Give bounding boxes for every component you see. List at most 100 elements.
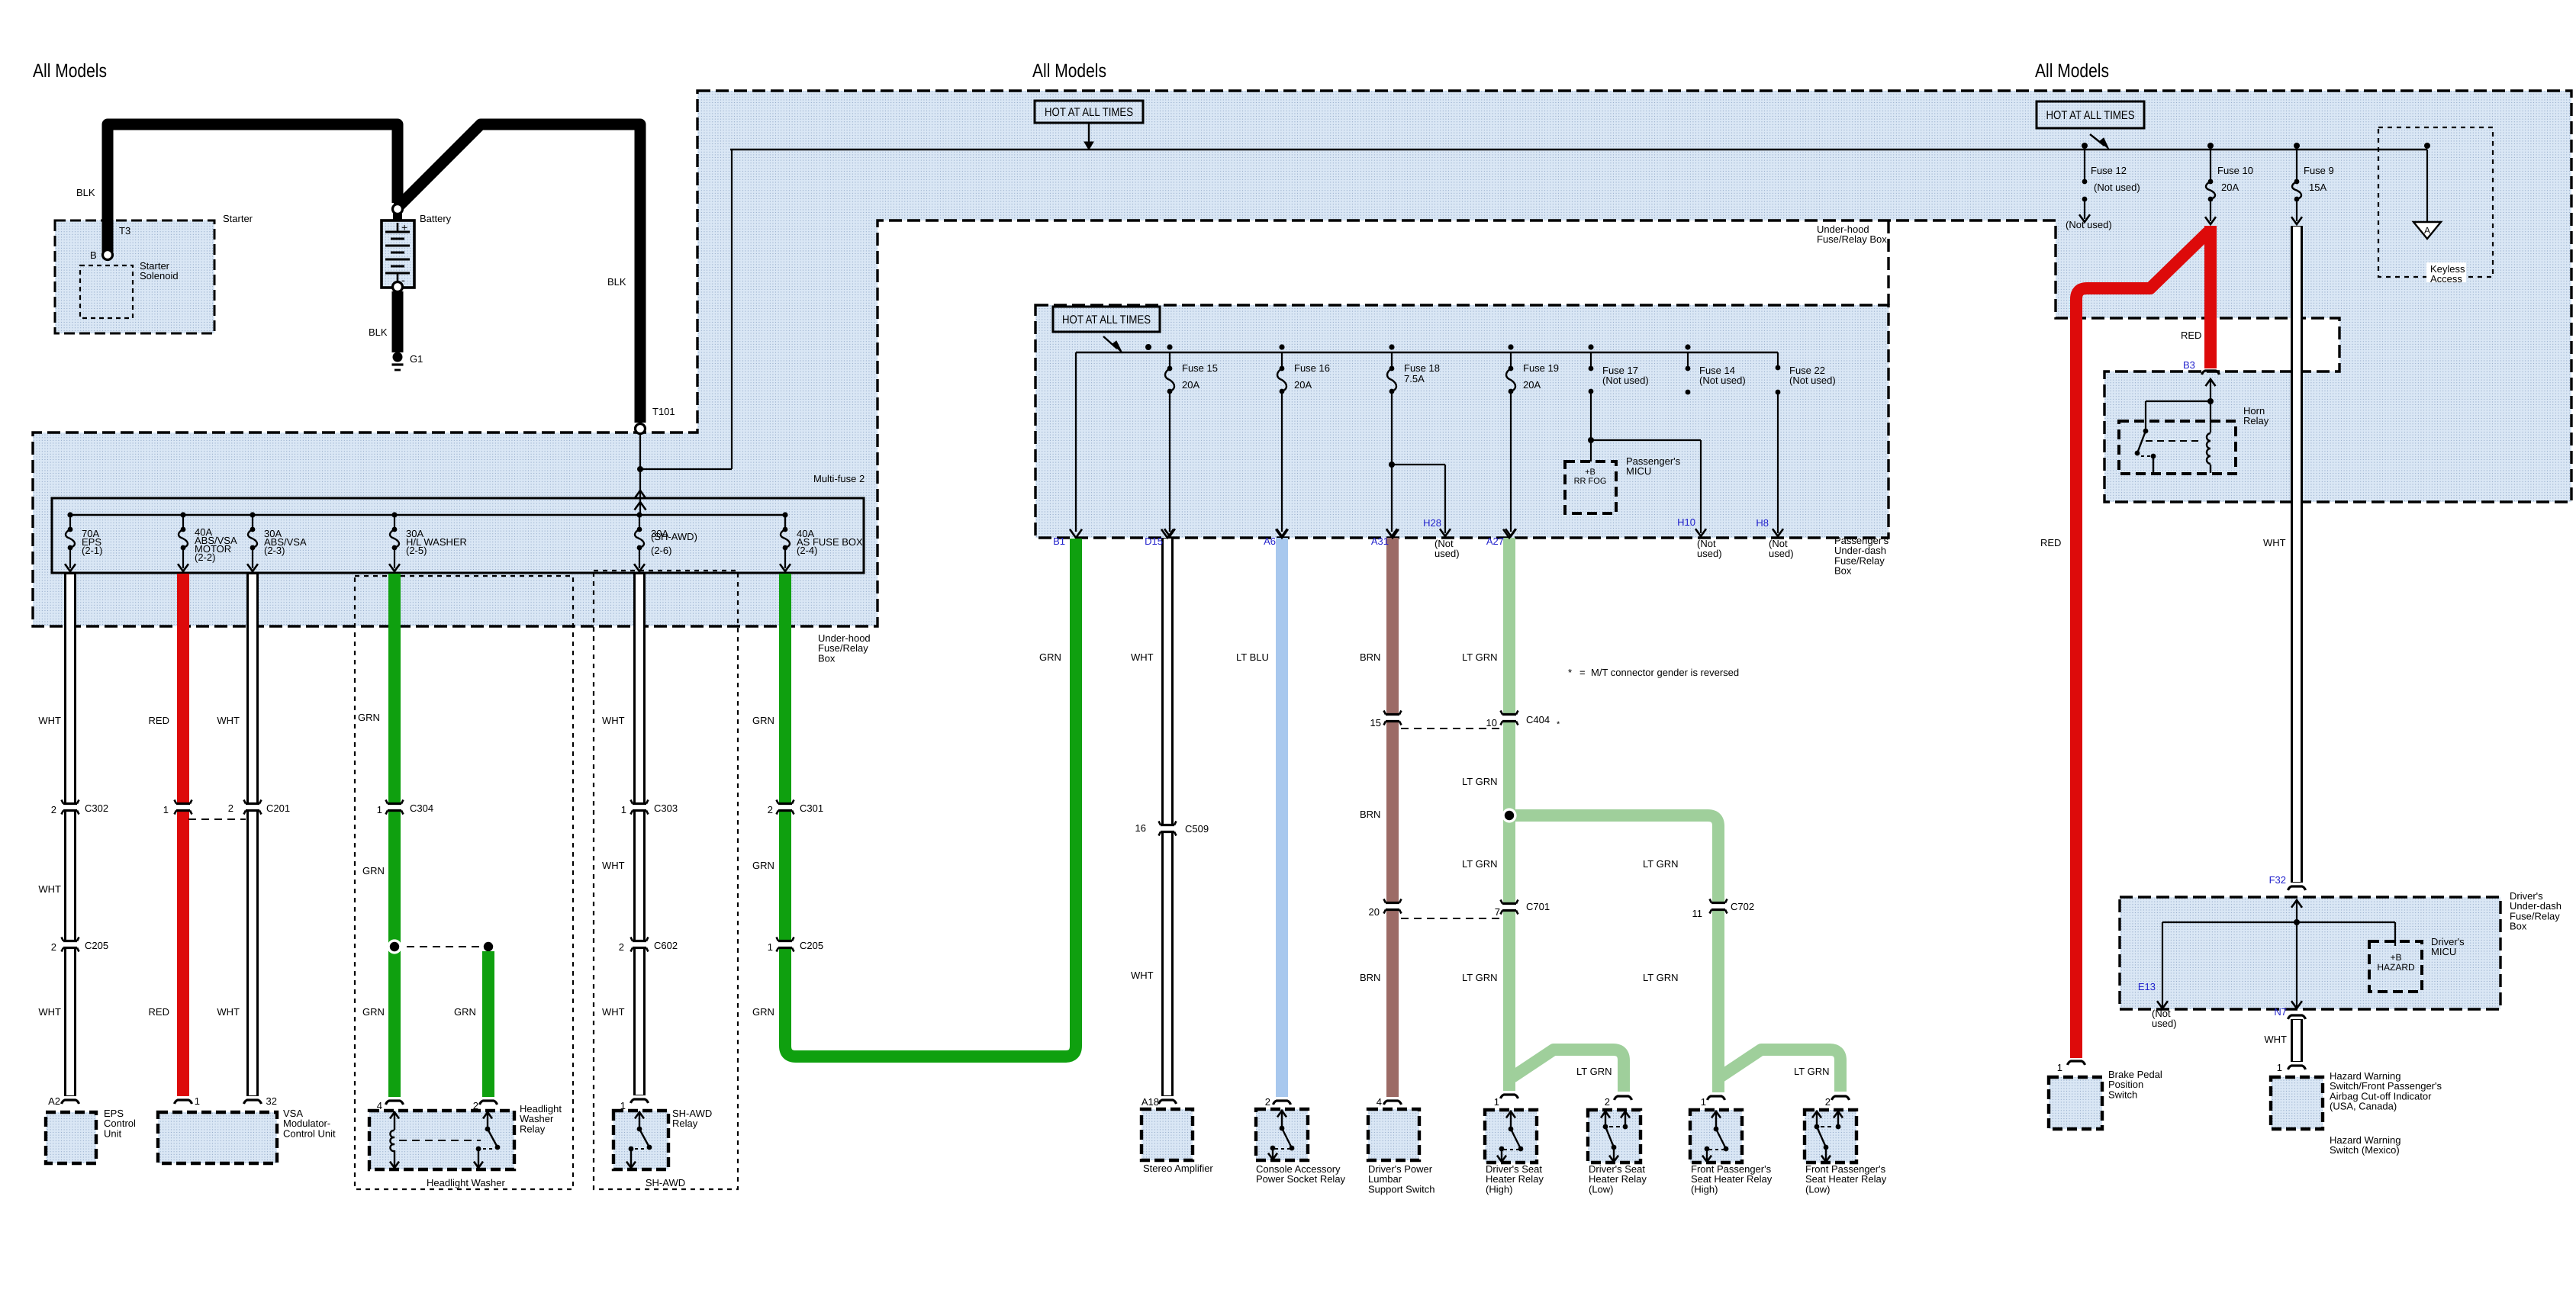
- svg-text:LT BLU: LT BLU: [1236, 651, 1269, 663]
- svg-text:GRN: GRN: [454, 1006, 476, 1018]
- svg-text:Fuse 22: Fuse 22: [1789, 365, 1825, 376]
- svg-text:Power Socket Relay: Power Socket Relay: [1256, 1173, 1346, 1185]
- svg-text:(High): (High): [1486, 1183, 1512, 1195]
- svg-text:MICU: MICU: [1626, 465, 1651, 477]
- svg-text:11: 11: [1692, 908, 1703, 919]
- svg-text:Multi-fuse 2: Multi-fuse 2: [813, 473, 865, 484]
- svg-text:Lumbar: Lumbar: [1368, 1173, 1402, 1185]
- svg-text:Keyless: Keyless: [2430, 263, 2465, 275]
- svg-text:BRN: BRN: [1360, 972, 1380, 983]
- svg-text:Unit: Unit: [104, 1127, 122, 1139]
- svg-text:C201: C201: [266, 802, 290, 814]
- svg-text:40A: 40A: [797, 528, 814, 539]
- svg-text:2: 2: [1605, 1096, 1610, 1108]
- svg-text:All Models: All Models: [33, 60, 107, 82]
- svg-text:WHT: WHT: [2264, 1034, 2287, 1045]
- svg-text:20A: 20A: [1294, 379, 1312, 391]
- svg-text:Fuse 17: Fuse 17: [1602, 365, 1638, 376]
- svg-text:(High): (High): [1691, 1183, 1718, 1195]
- svg-text:7: 7: [1495, 906, 1500, 918]
- svg-text:Relay: Relay: [2243, 415, 2269, 426]
- svg-text:Fuse 14: Fuse 14: [1699, 365, 1735, 376]
- svg-text:Relay: Relay: [672, 1118, 698, 1129]
- svg-text:WHT: WHT: [38, 883, 61, 895]
- svg-text:used): used): [2152, 1018, 2177, 1029]
- svg-text:20A: 20A: [2221, 182, 2239, 193]
- svg-text:H8: H8: [1756, 517, 1769, 529]
- svg-text:WHT: WHT: [38, 1006, 61, 1018]
- svg-text:2: 2: [51, 804, 56, 815]
- svg-text:B: B: [90, 249, 97, 261]
- svg-text:(2-5): (2-5): [406, 545, 427, 556]
- svg-text:EPS: EPS: [82, 536, 101, 548]
- svg-text:30A: 30A: [406, 528, 423, 539]
- svg-text:Fuse 12: Fuse 12: [2091, 165, 2127, 176]
- svg-text:Fuse/Relay: Fuse/Relay: [1834, 555, 1885, 566]
- svg-text:GRN: GRN: [362, 1006, 385, 1018]
- svg-text:Control: Control: [104, 1118, 136, 1129]
- svg-text:30A: 30A: [651, 528, 668, 539]
- svg-text:T3: T3: [119, 225, 130, 236]
- svg-text:GRN: GRN: [358, 712, 380, 723]
- svg-text:1: 1: [163, 804, 169, 815]
- svg-text:C304: C304: [410, 802, 433, 814]
- svg-text:Brake Pedal: Brake Pedal: [2108, 1069, 2162, 1080]
- svg-text:Hazard Warning: Hazard Warning: [2330, 1134, 2401, 1146]
- svg-text:Fuse 10: Fuse 10: [2217, 165, 2253, 176]
- svg-text:WHT: WHT: [602, 860, 625, 871]
- svg-text:Switch (Mexico): Switch (Mexico): [2330, 1144, 2400, 1156]
- svg-text:(Not: (Not: [1697, 538, 1716, 549]
- svg-text:+B: +B: [1585, 468, 1596, 477]
- svg-text:30A: 30A: [264, 528, 282, 539]
- svg-text:HOT AT ALL TIMES: HOT AT ALL TIMES: [2046, 109, 2135, 122]
- svg-text:Passenger's: Passenger's: [1626, 455, 1681, 467]
- svg-text:Driver's Seat: Driver's Seat: [1486, 1163, 1542, 1175]
- svg-text:Seat Heater Relay: Seat Heater Relay: [1805, 1173, 1887, 1185]
- svg-text:40A: 40A: [195, 526, 212, 538]
- svg-text:Front Passenger's: Front Passenger's: [1691, 1163, 1772, 1175]
- svg-text:Solenoid: Solenoid: [140, 270, 179, 281]
- svg-text:*: *: [1557, 720, 1560, 729]
- svg-text:Control Unit: Control Unit: [283, 1127, 336, 1139]
- svg-text:(2-4): (2-4): [797, 545, 817, 556]
- svg-text:Modulator-: Modulator-: [283, 1118, 330, 1129]
- svg-text:(Not used): (Not used): [1699, 375, 1746, 386]
- svg-text:Fuse 16: Fuse 16: [1294, 362, 1330, 374]
- svg-text:=: =: [1579, 667, 1586, 678]
- svg-text:+: +: [401, 221, 407, 233]
- svg-text:C301: C301: [800, 802, 823, 814]
- svg-text:WHT: WHT: [602, 1006, 625, 1018]
- svg-text:A6: A6: [1264, 536, 1276, 547]
- svg-text:1: 1: [2057, 1062, 2062, 1073]
- svg-text:15: 15: [1370, 717, 1381, 728]
- svg-text:RED: RED: [149, 715, 169, 726]
- svg-text:ABS/VSA: ABS/VSA: [195, 535, 237, 546]
- svg-text:MOTOR: MOTOR: [195, 543, 231, 555]
- svg-text:BRN: BRN: [1360, 809, 1380, 820]
- svg-text:F32: F32: [2269, 874, 2286, 886]
- svg-text:Under-dash: Under-dash: [2510, 900, 2562, 912]
- svg-text:Headlight Washer: Headlight Washer: [427, 1177, 506, 1188]
- svg-text:(SH-AWD): (SH-AWD): [651, 531, 697, 542]
- svg-text:Starter: Starter: [223, 213, 253, 224]
- svg-text:SH-AWD: SH-AWD: [646, 1177, 685, 1188]
- svg-text:4: 4: [1377, 1096, 1382, 1108]
- svg-text:2: 2: [1825, 1096, 1831, 1108]
- svg-text:+B: +B: [2390, 952, 2401, 963]
- svg-text:15A: 15A: [2309, 182, 2326, 193]
- svg-text:2: 2: [619, 941, 624, 953]
- svg-text:(Not: (Not: [2152, 1008, 2171, 1019]
- svg-text:Switch: Switch: [2108, 1089, 2137, 1100]
- svg-text:A31: A31: [1371, 536, 1389, 547]
- svg-text:AS FUSE BOX: AS FUSE BOX: [797, 536, 863, 548]
- svg-text:(2-6): (2-6): [651, 545, 671, 556]
- svg-text:B3: B3: [2183, 359, 2195, 371]
- svg-text:(2-1): (2-1): [82, 545, 102, 556]
- svg-text:4: 4: [377, 1100, 382, 1111]
- svg-text:Heater Relay: Heater Relay: [1589, 1173, 1647, 1185]
- svg-text:HAZARD: HAZARD: [2377, 962, 2415, 973]
- svg-text:2: 2: [473, 1100, 478, 1111]
- svg-text:(Low): (Low): [1805, 1183, 1831, 1195]
- svg-text:GRN: GRN: [752, 715, 774, 726]
- svg-text:Under-dash: Under-dash: [1834, 545, 1886, 556]
